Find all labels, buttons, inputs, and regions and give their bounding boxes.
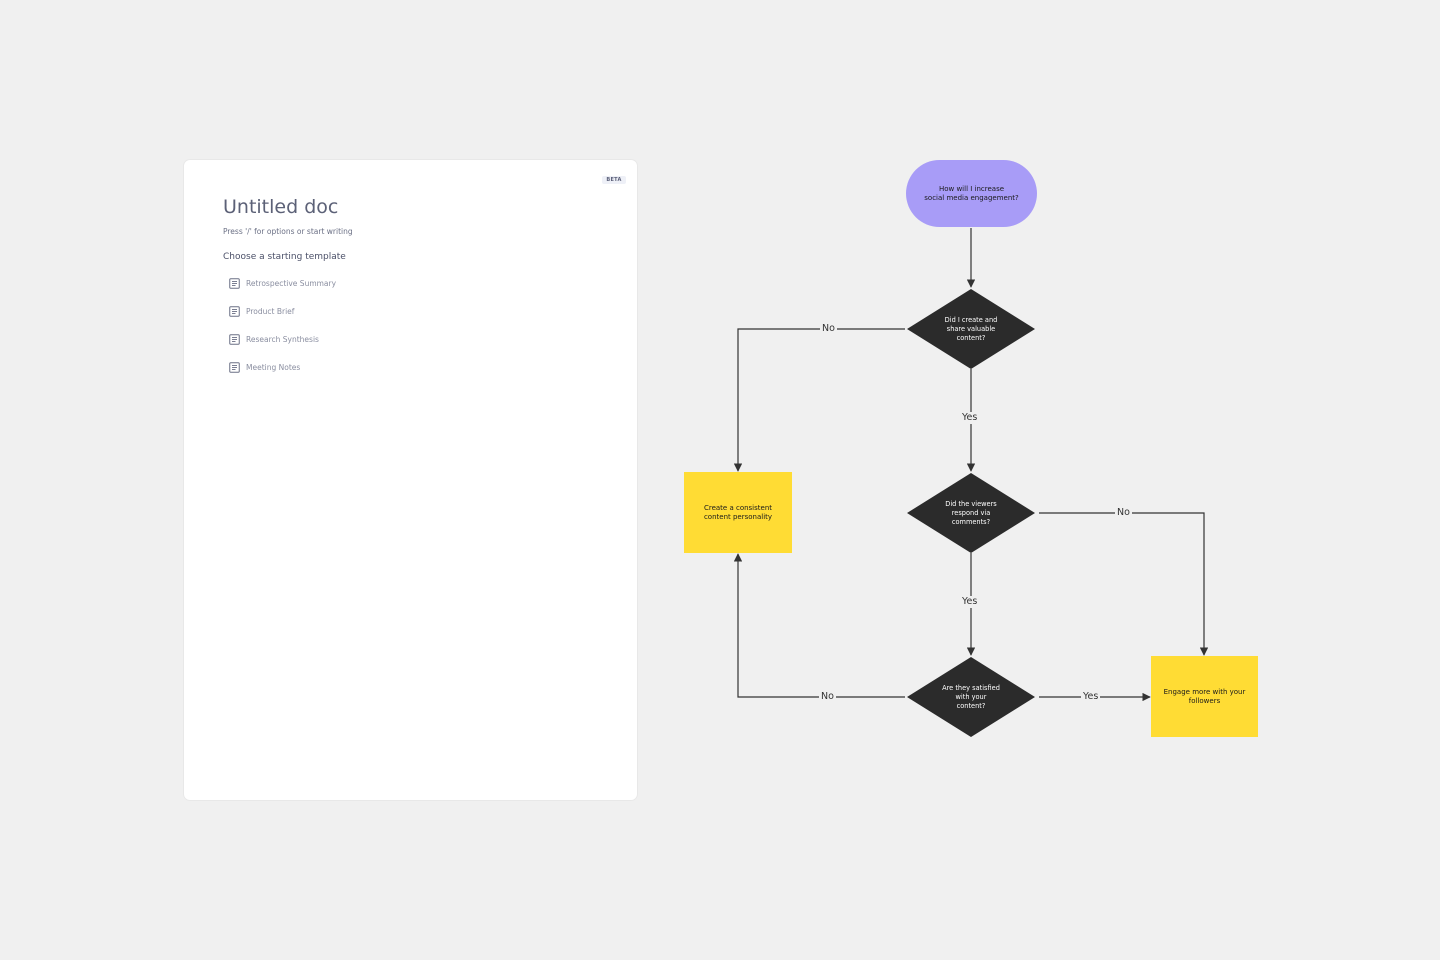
connector-decision2-no[interactable] xyxy=(1039,512,1209,656)
edge-label-decision1-yes: Yes xyxy=(960,412,980,424)
template-label: Research Synthesis xyxy=(246,334,319,344)
beta-badge: BETA xyxy=(602,176,626,184)
template-heading: Choose a starting template xyxy=(223,252,346,262)
connector-decision3-no[interactable] xyxy=(733,553,905,698)
action-personality-text: Create a consistent content personality xyxy=(703,503,773,521)
edge-label-decision2-no: No xyxy=(1115,507,1132,519)
action-personality-shape[interactable] xyxy=(684,472,792,553)
decision3-shape[interactable] xyxy=(907,657,1035,737)
template-item-product-brief[interactable]: Product Brief xyxy=(229,304,294,318)
document-icon xyxy=(229,361,240,373)
template-item-meeting-notes[interactable]: Meeting Notes xyxy=(229,360,300,374)
edge-label-decision2-yes: Yes xyxy=(960,596,980,608)
action-engage-text: Engage more with your followers xyxy=(1163,687,1246,705)
doc-panel[interactable] xyxy=(184,160,637,800)
template-item-research-synthesis[interactable]: Research Synthesis xyxy=(229,332,319,346)
document-icon xyxy=(229,305,240,317)
document-icon xyxy=(229,333,240,345)
edge-label-decision1-no: No xyxy=(820,323,837,335)
doc-placeholder-hint[interactable]: Press '/' for options or start writing xyxy=(223,227,353,236)
template-item-retrospective-summary[interactable]: Retrospective Summary xyxy=(229,276,336,290)
document-icon xyxy=(229,277,240,289)
start-node-shape[interactable] xyxy=(906,160,1037,227)
template-label: Retrospective Summary xyxy=(246,278,337,288)
decision3-text: Are they satisfied with your content? xyxy=(942,683,1000,710)
edge-label-decision3-yes: Yes xyxy=(1081,691,1101,703)
decision2-text: Did the viewers respond via comments? xyxy=(945,499,997,526)
action-engage-shape[interactable] xyxy=(1151,656,1258,737)
doc-title[interactable]: Untitled doc xyxy=(223,196,339,218)
start-node-text: How will I increase social media engagem… xyxy=(924,184,1019,202)
decision2-shape[interactable] xyxy=(907,473,1035,553)
decision1-shape[interactable] xyxy=(907,289,1035,369)
template-label: Meeting Notes xyxy=(246,362,301,372)
connector-decision1-no[interactable] xyxy=(733,328,905,472)
edge-label-decision3-no: No xyxy=(819,691,836,703)
template-label: Product Brief xyxy=(246,306,295,316)
decision1-text: Did I create and share valuable content? xyxy=(944,315,998,342)
